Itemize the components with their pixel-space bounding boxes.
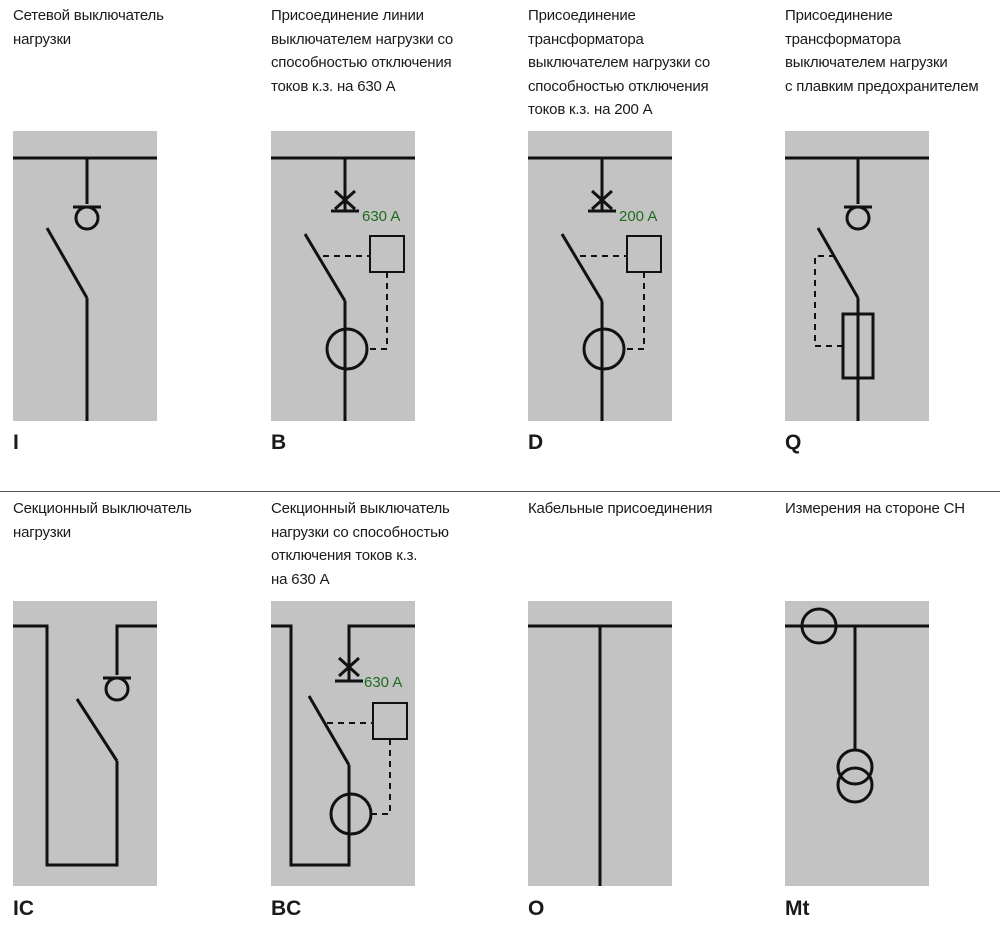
switch-blade xyxy=(45,227,89,299)
load-break-switch-schematic xyxy=(13,156,157,421)
rating-label: 630 A xyxy=(364,674,402,691)
switch-blade xyxy=(307,695,351,766)
unit-code: B xyxy=(271,431,287,454)
unit-description: Сетевой выключатель нагрузки xyxy=(13,7,164,48)
switch-blade xyxy=(303,233,347,302)
schematic-panel: 630 A xyxy=(271,131,415,421)
relay-icon xyxy=(626,235,662,273)
unit-description: Секционный выключатель нагрузки со спосо… xyxy=(271,500,450,588)
fixed-contact-icon xyxy=(74,205,100,231)
bus-section-breaker-schematic: 630 A xyxy=(271,624,415,867)
busbar-right xyxy=(115,624,157,675)
striker-link xyxy=(814,255,843,347)
current-transformer-icon xyxy=(800,607,838,645)
unit-code: BC xyxy=(271,897,302,920)
rating-label: 200 A xyxy=(619,208,657,225)
bus-section-switch-schematic xyxy=(13,624,157,867)
fixed-contact-icon xyxy=(104,676,130,702)
unit-description: Кабельные присоединения xyxy=(528,500,713,517)
circuit-breaker-schematic: 630 A xyxy=(271,156,415,421)
schematic-panel xyxy=(785,601,929,886)
switch-blade xyxy=(75,698,119,762)
schematic-panel: 200 A xyxy=(528,131,672,421)
rating-label: 630 A xyxy=(362,208,400,225)
metering-schematic xyxy=(785,607,929,804)
bus-loop xyxy=(13,624,119,867)
unit-description: Измерения на стороне СН xyxy=(785,500,965,517)
fixed-contact-icon xyxy=(845,205,871,231)
sensor-link xyxy=(624,272,645,350)
unit-description: Присоединение линии выключателем нагрузк… xyxy=(271,7,454,95)
schematic-panel xyxy=(13,131,157,421)
unit-code: D xyxy=(528,431,544,454)
bus-loop xyxy=(271,624,351,867)
schematic-panel xyxy=(528,601,672,886)
sensor-link xyxy=(367,272,388,350)
relay-icon xyxy=(372,702,408,740)
unit-code: I xyxy=(13,431,19,454)
unit-description: Присоединение трансформатора выключателе… xyxy=(528,7,711,118)
cable-connection-schematic xyxy=(528,624,672,886)
row-divider xyxy=(0,491,1000,492)
fuse-switch-schematic xyxy=(785,156,929,421)
schematic-panel xyxy=(785,131,929,421)
busbar-right xyxy=(347,624,415,681)
unit-code: Q xyxy=(785,431,802,454)
unit-code: Mt xyxy=(785,897,810,920)
unit-code: O xyxy=(528,897,545,920)
unit-description: Секционный выключатель нагрузки xyxy=(13,500,192,541)
relay-icon xyxy=(369,235,405,273)
unit-code: IC xyxy=(13,897,34,920)
unit-description: Присоединение трансформатора выключателе… xyxy=(785,7,979,95)
switch-blade xyxy=(816,227,860,299)
sensor-link xyxy=(371,739,391,815)
schematic-panel xyxy=(13,601,157,886)
current-transformer-icon xyxy=(329,792,373,836)
switch-blade xyxy=(560,233,604,302)
voltage-transformer-icon xyxy=(836,748,874,786)
schematic-panel: 630 A xyxy=(271,601,415,886)
current-transformer-icon xyxy=(325,327,369,371)
circuit-breaker-schematic: 200 A xyxy=(528,156,672,421)
current-transformer-icon xyxy=(582,327,626,371)
